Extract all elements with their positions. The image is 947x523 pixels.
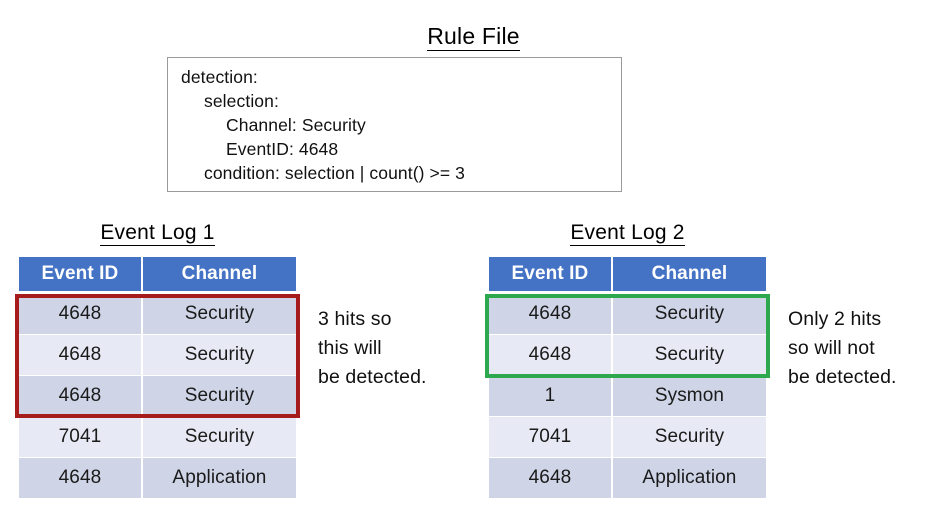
table-header-row: Event ID Channel (489, 257, 766, 294)
column-header-event-id: Event ID (19, 257, 143, 294)
rule-line-channel: Channel: Security (226, 115, 366, 135)
cell-channel: Security (142, 417, 296, 458)
cell-channel: Application (612, 458, 766, 498)
table-row: 1 Sysmon (489, 376, 766, 417)
cell-channel: Security (142, 294, 296, 335)
rule-file-title-text: Rule File (427, 23, 520, 51)
event-log-2-title-text: Event Log 2 (570, 221, 685, 246)
event-log-2-title: Event Log 2 (489, 220, 766, 246)
event-log-1-table: Event ID Channel 4648 Security 4648 Secu… (19, 257, 296, 498)
cell-event-id: 4648 (19, 294, 143, 335)
annotation-log-2: Only 2 hits so will not be detected. (788, 308, 897, 388)
rule-line-selection: selection: (204, 91, 279, 111)
table-row: 4648 Security (489, 294, 766, 335)
cell-channel: Sysmon (612, 376, 766, 417)
rule-file-title: Rule File (0, 22, 947, 51)
table-row: 4648 Security (19, 294, 296, 335)
rule-file-box: detection: selection: Channel: Security … (167, 57, 622, 192)
cell-event-id: 1 (489, 376, 613, 417)
rule-line-detection: detection: (181, 67, 258, 87)
column-header-channel: Channel (612, 257, 766, 294)
cell-channel: Security (612, 417, 766, 458)
table-row: 4648 Security (19, 376, 296, 417)
annotation-log-1: 3 hits so this will be detected. (318, 308, 427, 388)
table-row: 4648 Application (19, 458, 296, 498)
cell-event-id: 7041 (19, 417, 143, 458)
cell-channel: Application (142, 458, 296, 498)
column-header-event-id: Event ID (489, 257, 613, 294)
event-log-2-table: Event ID Channel 4648 Security 4648 Secu… (489, 257, 766, 498)
rule-line-condition: condition: selection | count() >= 3 (204, 163, 465, 183)
table-row: 4648 Security (489, 335, 766, 376)
cell-event-id: 4648 (19, 376, 143, 417)
cell-event-id: 7041 (489, 417, 613, 458)
column-header-channel: Channel (142, 257, 296, 294)
cell-event-id: 4648 (19, 458, 143, 498)
event-log-1-title-text: Event Log 1 (100, 221, 215, 246)
cell-channel: Security (142, 335, 296, 376)
table-row: 7041 Security (489, 417, 766, 458)
cell-event-id: 4648 (489, 294, 613, 335)
event-log-1-title: Event Log 1 (19, 220, 296, 246)
table-header-row: Event ID Channel (19, 257, 296, 294)
cell-event-id: 4648 (489, 335, 613, 376)
cell-event-id: 4648 (489, 458, 613, 498)
rule-line-eventid: EventID: 4648 (226, 139, 339, 159)
table-row: 7041 Security (19, 417, 296, 458)
cell-channel: Security (612, 335, 766, 376)
table-row: 4648 Security (19, 335, 296, 376)
table-row: 4648 Application (489, 458, 766, 498)
cell-channel: Security (142, 376, 296, 417)
cell-channel: Security (612, 294, 766, 335)
cell-event-id: 4648 (19, 335, 143, 376)
